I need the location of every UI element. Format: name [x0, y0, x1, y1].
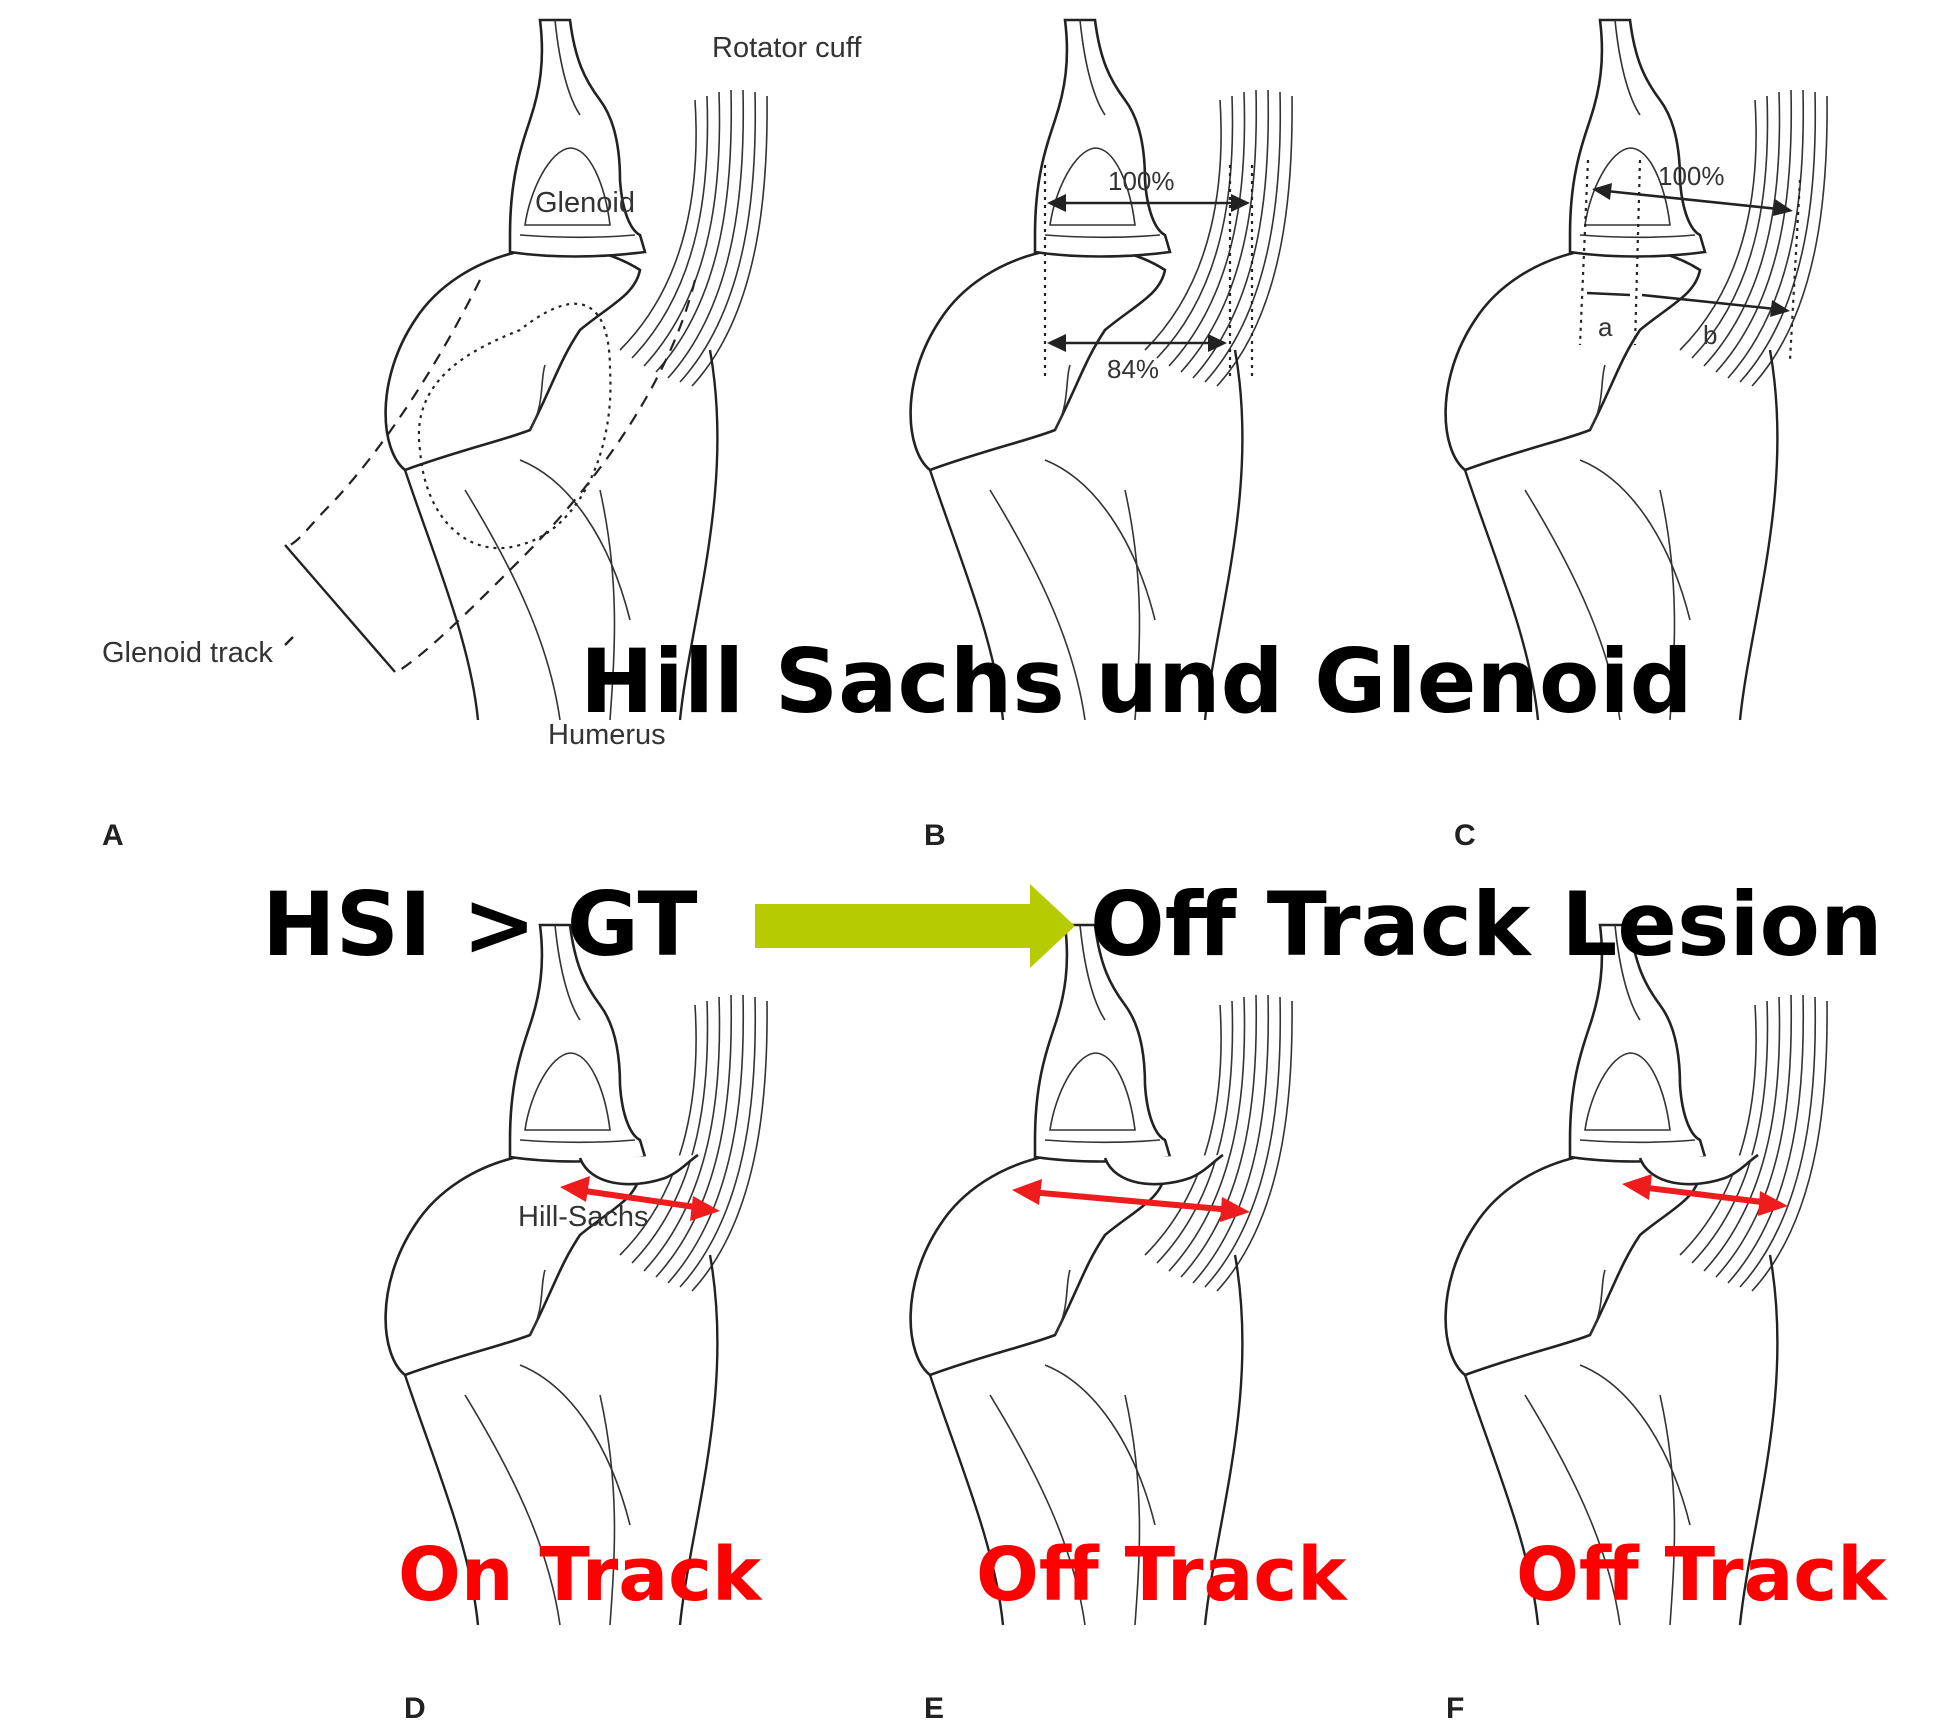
panel-b-letter: B	[924, 819, 946, 852]
status-off-track-e: Off Track	[976, 1532, 1348, 1618]
status-on-track-d: On Track	[398, 1532, 763, 1618]
panel-a-letter: A	[102, 819, 124, 852]
figure-d	[386, 925, 768, 1625]
figure-b	[911, 20, 1293, 720]
c-b-measure: b	[1703, 320, 1717, 350]
panel-e-letter: E	[924, 1692, 944, 1724]
glenoid-label: Glenoid	[535, 187, 635, 219]
equation-left: HSI > GT	[262, 873, 698, 976]
panel-f-letter: F	[1446, 1692, 1464, 1724]
c-a-measure: a	[1598, 312, 1613, 342]
figure-e	[911, 925, 1293, 1625]
green-arrow	[755, 884, 1075, 968]
b-bottom-measure: 84%	[1107, 354, 1159, 384]
hill-sachs-label: Hill-Sachs	[518, 1201, 649, 1233]
equation-right: Off Track Lesion	[1090, 873, 1883, 976]
rotator-cuff-label: Rotator cuff	[712, 32, 862, 64]
figure-f	[1446, 925, 1828, 1625]
c-top-measure: 100%	[1658, 161, 1725, 191]
figure-a	[386, 20, 768, 720]
figure-c	[1446, 20, 1828, 720]
b-top-measure: 100%	[1108, 166, 1175, 196]
glenoid-track-label: Glenoid track	[102, 637, 273, 669]
panel-d-letter: D	[404, 1692, 426, 1724]
status-off-track-f: Off Track	[1516, 1532, 1888, 1618]
panel-c-letter: C	[1454, 819, 1476, 852]
main-title: Hill Sachs und Glenoid	[580, 630, 1693, 733]
